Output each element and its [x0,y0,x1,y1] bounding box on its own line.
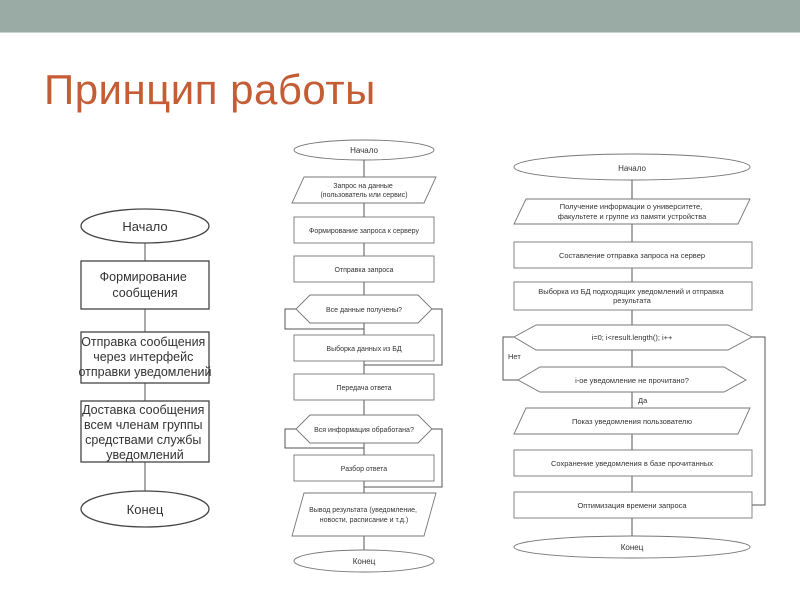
c-yes-label: Да [638,396,648,405]
c-loop-header-label: i=0; i<result.length(); i++ [592,333,673,342]
c-step-save [513,449,753,477]
b-decision-all-processed [295,414,433,444]
c-end-label: Конец [621,543,644,552]
c-decision-unread-label: i-ое уведомление не прочитано? [575,376,689,385]
b-loop-right-1 [364,308,443,366]
c-step-compose-label: Составление отправка запроса на сервер [559,251,705,260]
a-end-terminal [80,490,210,528]
c-no-path [502,336,520,381]
b-output-result [291,492,437,537]
b-step-send-answer [293,373,435,401]
b-input-request [291,176,437,204]
a-step-send [80,331,210,384]
slide-title: Принцип работы [44,66,376,113]
a-start-terminal [80,208,210,244]
flowchart-a: Начало Формирование сообщения Отправка с… [78,208,212,528]
b-step-send-request-label: Отправка запроса [334,267,393,274]
a-step-deliver-label: Доставка сообщения всем членам группы ср… [82,403,208,462]
c-start-terminal [513,153,751,181]
c-step-db-select-label: Выборка из БД подходящих уведомлений и о… [538,287,726,305]
c-step-compose [513,241,753,269]
top-bar-divider [0,32,800,33]
b-output-result-label: Вывод результата (уведомление, новости, … [309,507,419,524]
flowchart-b: Начало Запрос на данные (пользователь ил… [284,139,443,573]
b-step-send-request [293,255,435,283]
b-step-form-request-label: Формирование запроса к серверу [309,228,419,235]
c-step-optimize [513,491,753,519]
c-decision-unread [517,366,747,393]
top-bar [0,0,800,32]
b-step-send-answer-label: Передача ответа [336,385,391,392]
c-input-device-info [513,198,751,225]
b-end-terminal [293,549,435,573]
b-start-terminal [293,139,435,161]
c-loop-header [513,324,753,351]
b-step-parse-answer-label: Разбор ответа [341,465,387,473]
c-step-save-label: Сохранение уведомления в базе прочитанны… [551,459,713,468]
c-start-label: Начало [618,164,646,173]
b-step-db-select-label: Выборка данных из БД [326,345,401,353]
a-step-compose-label: Формирование сообщения [100,270,191,300]
c-output-show-label: Показ уведомления пользователю [572,417,692,426]
a-step-send-label: Отправка сообщения через интерфейс отпра… [78,335,211,379]
b-start-label: Начало [350,146,378,155]
a-end-label: Конец [127,502,164,517]
a-step-compose [80,260,210,310]
c-step-optimize-label: Оптимизация времени запроса [577,501,687,510]
b-end-label: Конец [353,557,376,566]
b-loop-right-2 [364,428,443,488]
b-step-db-select [293,334,435,362]
b-step-parse-answer [293,454,435,482]
b-decision-all-data-label: Все данные получены? [326,307,402,314]
c-no-label: Нет [508,352,521,361]
c-end-terminal [513,535,751,559]
b-decision-all-processed-label: Вся информация обработана? [314,426,414,434]
c-output-show [513,407,751,435]
b-input-request-label: Запрос на данные (пользователь или серви… [320,183,407,199]
c-step-db-select [513,281,753,311]
a-start-label: Начало [122,219,167,234]
b-decision-all-data [295,294,433,324]
flowchart-c: Начало Получение информации о университе… [502,153,766,559]
a-step-deliver [80,400,210,463]
c-input-device-info-label: Получение информации о университете, фак… [558,202,707,221]
b-step-form-request [293,216,435,244]
c-loop-return [752,336,766,506]
b-loop-left-2 [284,428,364,449]
b-loop-left-1 [284,308,364,330]
